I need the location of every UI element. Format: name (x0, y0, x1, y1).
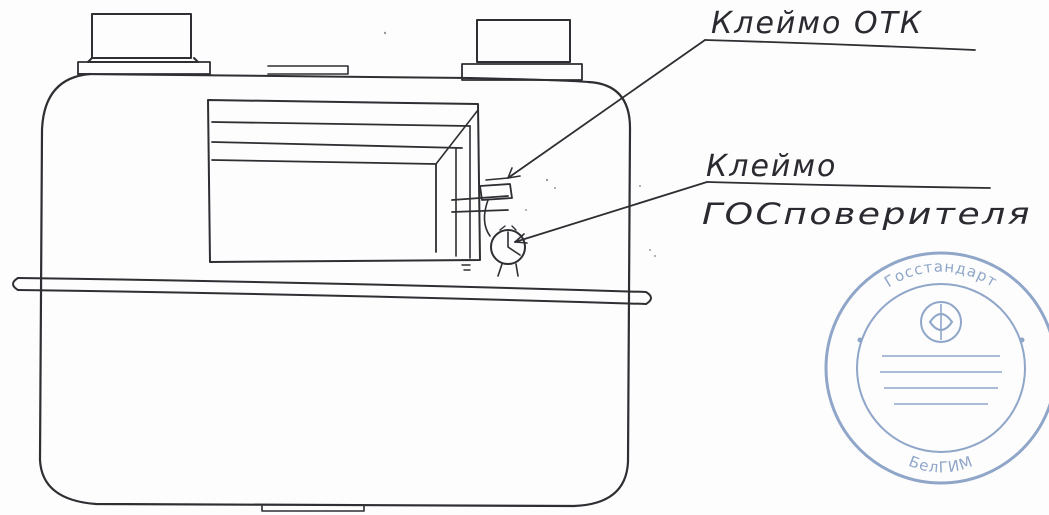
housing-foot (261, 505, 365, 512)
gos-underline (706, 181, 991, 189)
seal-dot-left (857, 337, 863, 343)
left-pipe-connector (77, 13, 211, 75)
housing-top-edge (77, 73, 589, 83)
seal-bracket (451, 177, 513, 237)
gos-stamp-label-line2: ГОСповерителя (702, 197, 1032, 231)
seal-emblem (920, 301, 962, 343)
seal-inner-lines (880, 355, 1002, 405)
gos-leader-line (514, 181, 708, 243)
round-seal-plomb (490, 225, 526, 277)
gos-leader-arrowhead (514, 233, 528, 244)
otk-leader-arrowhead (507, 167, 521, 179)
counter-window (207, 99, 481, 263)
seal-inner-ring (856, 283, 1026, 453)
top-plate (267, 65, 349, 75)
gos-stamp-label-line1: Клеймо (706, 149, 837, 184)
bolt-mark (461, 259, 471, 271)
seal-bottom-text: БелГИМ (906, 452, 975, 476)
gosstandart-seal-stamp: Госстандарт БелГИМ (824, 251, 1049, 485)
right-pipe-connector (461, 19, 583, 81)
seal-top-text: Госстандарт (881, 258, 1001, 291)
otk-underline (704, 39, 976, 51)
seal-outer-ring (824, 251, 1049, 485)
otk-leader-line (507, 39, 706, 179)
otk-stamp-label: Клеймо ОТК (711, 6, 923, 41)
seal-dot-right (1019, 337, 1025, 343)
meter-housing (38, 72, 632, 508)
faint-marks (383, 31, 656, 257)
housing-band (12, 277, 652, 305)
